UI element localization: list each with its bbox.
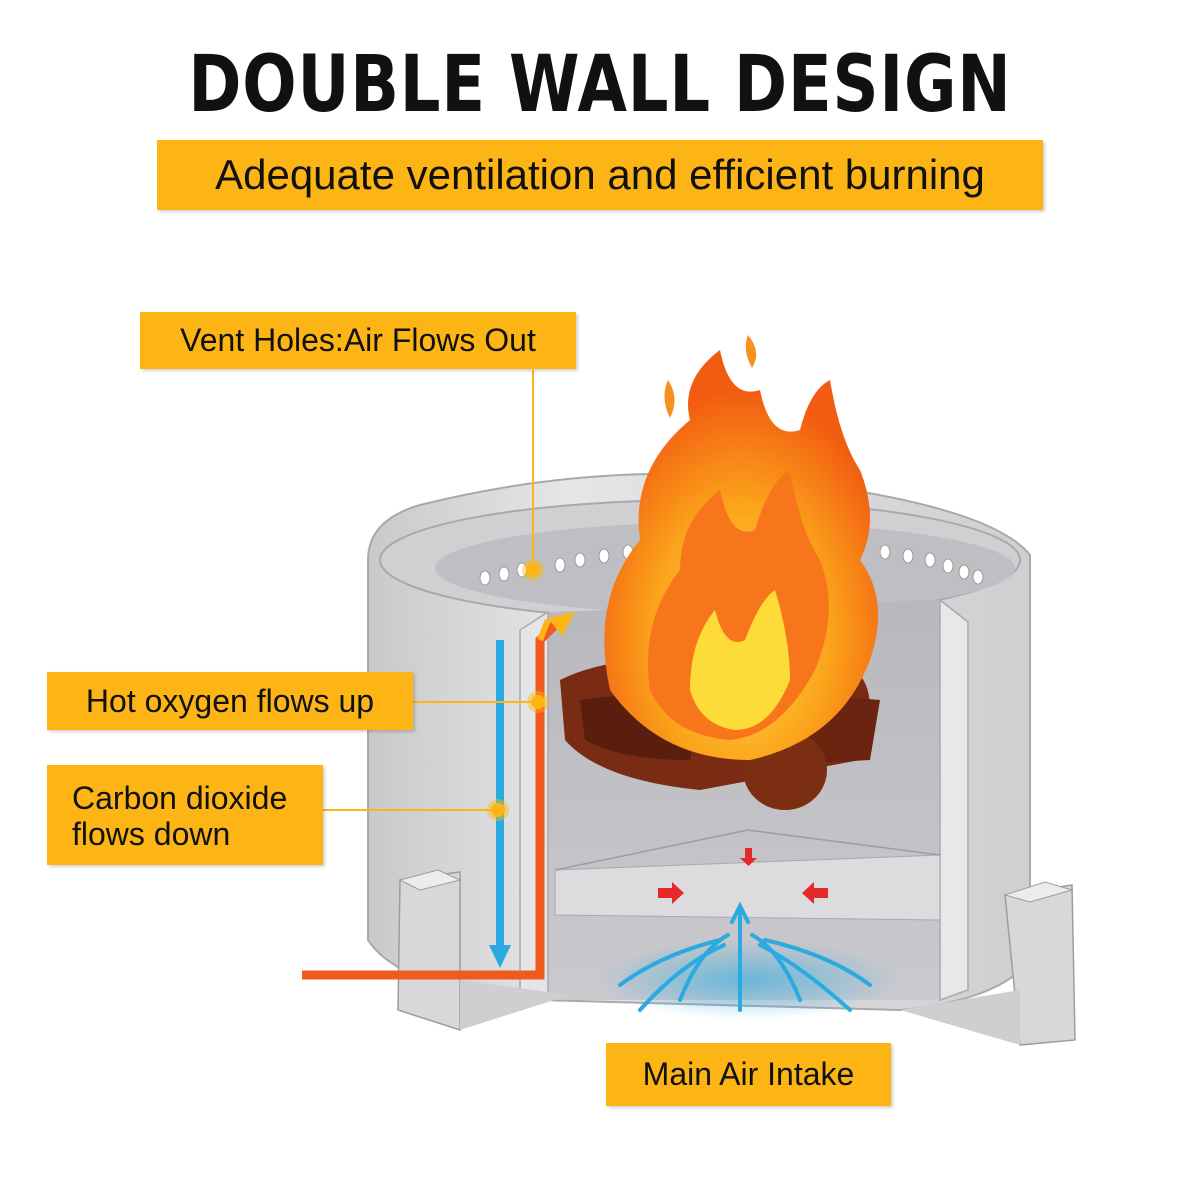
main-air-intake-arrows [598, 901, 898, 1020]
down-arrow-icon [489, 945, 511, 968]
carbon-dioxide-label-line2: flows down [72, 816, 231, 852]
hot-oxygen-flow [302, 616, 564, 980]
vent-holes-label: Vent Holes:Air Flows Out [140, 312, 576, 369]
vent-holes [479, 544, 984, 586]
carbon-dioxide-label-line1: Carbon dioxide [72, 780, 288, 816]
down-arrow-icon [740, 848, 757, 866]
carbon-dioxide-label: Carbon dioxide flows down [47, 765, 323, 865]
leader-lines [323, 370, 538, 811]
page-title: DOUBLE WALL DESIGN [188, 40, 1012, 130]
inner-air-arrows [658, 848, 828, 904]
co2-flow [489, 640, 511, 968]
main-air-intake-label: Main Air Intake [606, 1043, 891, 1106]
left-arrow-icon [802, 882, 828, 904]
hot-oxygen-label: Hot oxygen flows up [47, 672, 413, 730]
hot-flow-arrowhead-icon [548, 612, 575, 636]
leader-dots [487, 559, 549, 821]
right-arrow-icon [658, 882, 684, 904]
subtitle-banner: Adequate ventilation and efficient burni… [157, 140, 1043, 210]
flames [604, 335, 878, 760]
